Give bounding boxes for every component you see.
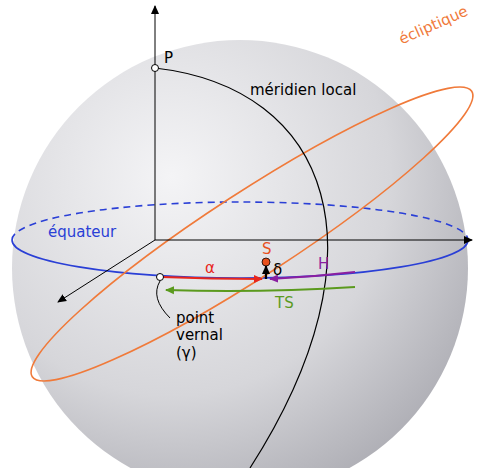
axis (58, 240, 155, 302)
equator-front (12, 240, 468, 278)
axis (155, 6, 156, 240)
meridian-label: méridien local (250, 82, 356, 99)
sidereal-time-label: TS (275, 295, 294, 312)
axis (155, 240, 472, 241)
hour-angle-arrow (270, 272, 355, 279)
alpha-arrow (162, 277, 262, 279)
pole-point (152, 65, 159, 72)
right-ascension-label: α (205, 260, 215, 277)
star-point (262, 258, 270, 266)
pole-label: P (164, 50, 173, 67)
meridian (155, 68, 328, 468)
star-label: S (262, 241, 272, 258)
sidereal-time-arrow (166, 287, 355, 291)
delta-arrow (265, 266, 267, 279)
leader-line (157, 281, 170, 318)
declination-label: δ (273, 262, 282, 279)
ecliptic (9, 56, 487, 412)
vernal-label: point vernal (γ) (176, 310, 230, 362)
vernal-point (157, 274, 164, 281)
equator-label: équateur (48, 224, 116, 241)
ecliptic-label: écliptique (396, 3, 470, 49)
hour-angle-label: H (318, 256, 329, 273)
